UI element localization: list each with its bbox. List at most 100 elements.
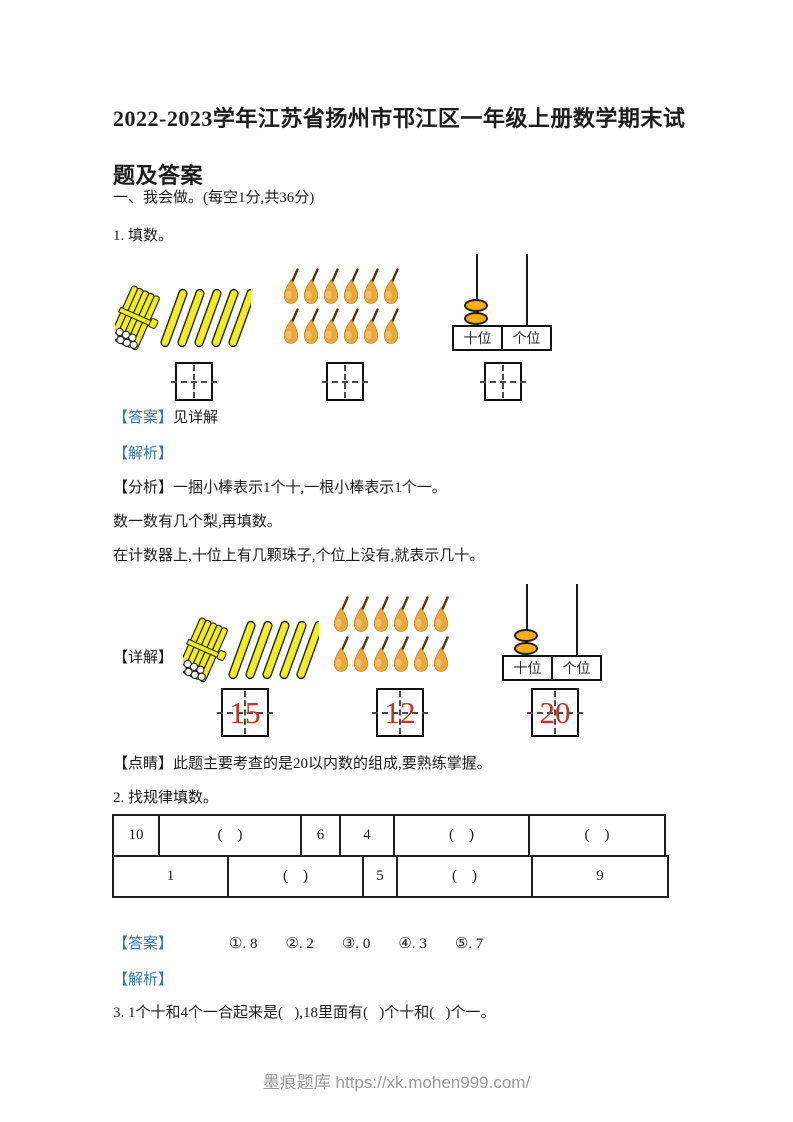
pear-icon <box>283 308 299 345</box>
answer-number: 12 <box>384 694 416 730</box>
q2-answer-item: ⑤. 7 <box>454 936 484 952</box>
table-cell: ( ) <box>396 855 533 898</box>
answer-number: 20 <box>539 694 571 730</box>
abacus-bead <box>514 642 538 655</box>
abacus-bead <box>514 629 538 642</box>
box-dashed-hline <box>217 711 273 714</box>
ones-place-label: 个位 <box>551 657 600 679</box>
table-cell: 1 <box>112 855 229 898</box>
answer-box-empty <box>171 362 217 401</box>
q1-analysis-1: 【分析】一捆小棒表示1个十,一根小棒表示1个一。 <box>113 480 447 496</box>
question-2-text: 2. 找规律填数。 <box>113 790 219 806</box>
pear-icon <box>333 636 349 673</box>
q1-analysis-2: 数一数有几个梨,再填数。 <box>113 514 282 530</box>
footer-watermark: 墨痕题库 https://xk.mohen999.com/ <box>262 1073 531 1092</box>
detail-label: 【详解】 <box>113 650 174 666</box>
table-cell: ( ) <box>227 855 364 898</box>
pear-icon <box>303 308 319 345</box>
abacus-ones-rod <box>526 254 528 326</box>
answer-box-filled: 15 <box>217 688 273 737</box>
q1-answer-line: 【答案】见详解 <box>113 408 695 428</box>
pear-icon <box>343 308 359 345</box>
sticks-bundle-figure <box>115 283 251 355</box>
tens-place-label: 十位 <box>513 662 542 677</box>
question-3-text: 3. 1个十和4个一合起来是( ),18里面有( )个十和( )个一。 <box>113 1005 496 1021</box>
answer-label: 【答案】 <box>113 936 174 952</box>
analysis-label: 【解析】 <box>113 972 174 988</box>
analysis-label: 【解析】 <box>113 446 174 462</box>
table-cell: 9 <box>531 855 669 898</box>
question-1-detail-figure: 【详解】 十位 个位 <box>113 578 680 740</box>
pears-figure <box>281 266 401 346</box>
pear-icon <box>393 596 409 633</box>
pear-icon <box>283 268 299 305</box>
ones-place-label: 个位 <box>501 327 550 349</box>
table-row: 1 ( ) 5 ( ) 9 <box>112 855 669 898</box>
pear-icon <box>383 268 399 305</box>
abacus-figure: 十位 个位 <box>502 584 602 682</box>
q2-answer-item: ②. 2 <box>285 936 314 952</box>
sticks-bundle-figure <box>183 615 319 687</box>
box-dashed-hline <box>171 380 217 383</box>
pear-icon <box>353 636 369 673</box>
pear-icon <box>363 308 379 345</box>
q1-answer-text: 见详解 <box>173 410 219 426</box>
pear-icon <box>303 268 319 305</box>
answer-box-filled: 12 <box>372 688 428 737</box>
table-cell: ( ) <box>393 814 530 857</box>
box-dashed-hline <box>372 711 428 714</box>
pear-icon <box>323 268 339 305</box>
pear-icon <box>433 636 449 673</box>
abacus-place-labels: 十位 个位 <box>452 325 552 351</box>
abacus-bead <box>464 312 488 325</box>
q2-answer-item: ①. 8 <box>229 936 258 952</box>
pear-icon <box>363 268 379 305</box>
pear-icon <box>373 636 389 673</box>
question-1-text: 1. 填数。 <box>113 228 174 244</box>
answer-box-empty <box>480 362 526 401</box>
answer-label: 【答案】 <box>113 410 174 426</box>
table-cell: 5 <box>362 855 398 898</box>
question-1-figure: 十位 个位 <box>113 250 680 408</box>
pear-icon <box>373 596 389 633</box>
pear-icon <box>383 308 399 345</box>
pear-icon <box>413 636 429 673</box>
page-title: 2022-2023学年江苏省扬州市邗江区一年级上册数学期末试题及答案 <box>113 106 686 188</box>
pear-icon <box>393 636 409 673</box>
section-heading: 一、我会做。(每空1分,共36分) <box>113 190 315 206</box>
abacus-ones-rod <box>576 584 578 656</box>
table-cell: ( ) <box>158 814 302 857</box>
pear-icon <box>323 308 339 345</box>
abacus-bead <box>464 299 488 312</box>
pear-icon <box>333 596 349 633</box>
answer-box-filled: 20 <box>527 688 583 737</box>
pear-icon <box>433 596 449 633</box>
answer-box-empty <box>322 362 368 401</box>
abacus-tens-rod <box>476 254 478 326</box>
pear-icon <box>353 596 369 633</box>
pattern-table: 10 ( ) 6 4 ( ) ( ) 1 ( ) 5 ( ) 9 <box>112 814 669 898</box>
q1-analysis-3: 在计数器上,十位上有几颗珠子,个位上没有,就表示几十。 <box>113 548 485 564</box>
tens-place-label: 十位 <box>463 332 492 347</box>
pear-icon <box>413 596 429 633</box>
abacus-figure: 十位 个位 <box>452 254 552 352</box>
answer-number: 15 <box>229 694 261 730</box>
q2-answer-item: ③. 0 <box>341 936 371 952</box>
table-cell: ( ) <box>528 814 666 857</box>
q2-answer-item: ④. 3 <box>398 936 427 952</box>
abacus-tens-rod <box>526 584 528 656</box>
table-cell: 4 <box>339 814 395 857</box>
table-row: 10 ( ) 6 4 ( ) ( ) <box>112 814 669 857</box>
abacus-place-labels: 十位 个位 <box>502 655 602 681</box>
box-dashed-hline <box>480 380 526 383</box>
table-cell: 6 <box>300 814 341 857</box>
q2-analysis-label-line: 【解析】 <box>113 970 695 990</box>
pear-icon <box>343 268 359 305</box>
q2-answer-line: 【答案】 ①. 8 ②. 2 ③. 0 ④. 3 ⑤. 7 <box>113 934 695 954</box>
box-dashed-hline <box>322 380 368 383</box>
q1-analysis-label-line: 【解析】 <box>113 444 695 464</box>
q1-highlight: 【点睛】此题主要考查的是20以内数的组成,要熟练掌握。 <box>113 756 492 772</box>
box-dashed-hline <box>527 711 583 714</box>
table-cell: 10 <box>112 814 160 857</box>
